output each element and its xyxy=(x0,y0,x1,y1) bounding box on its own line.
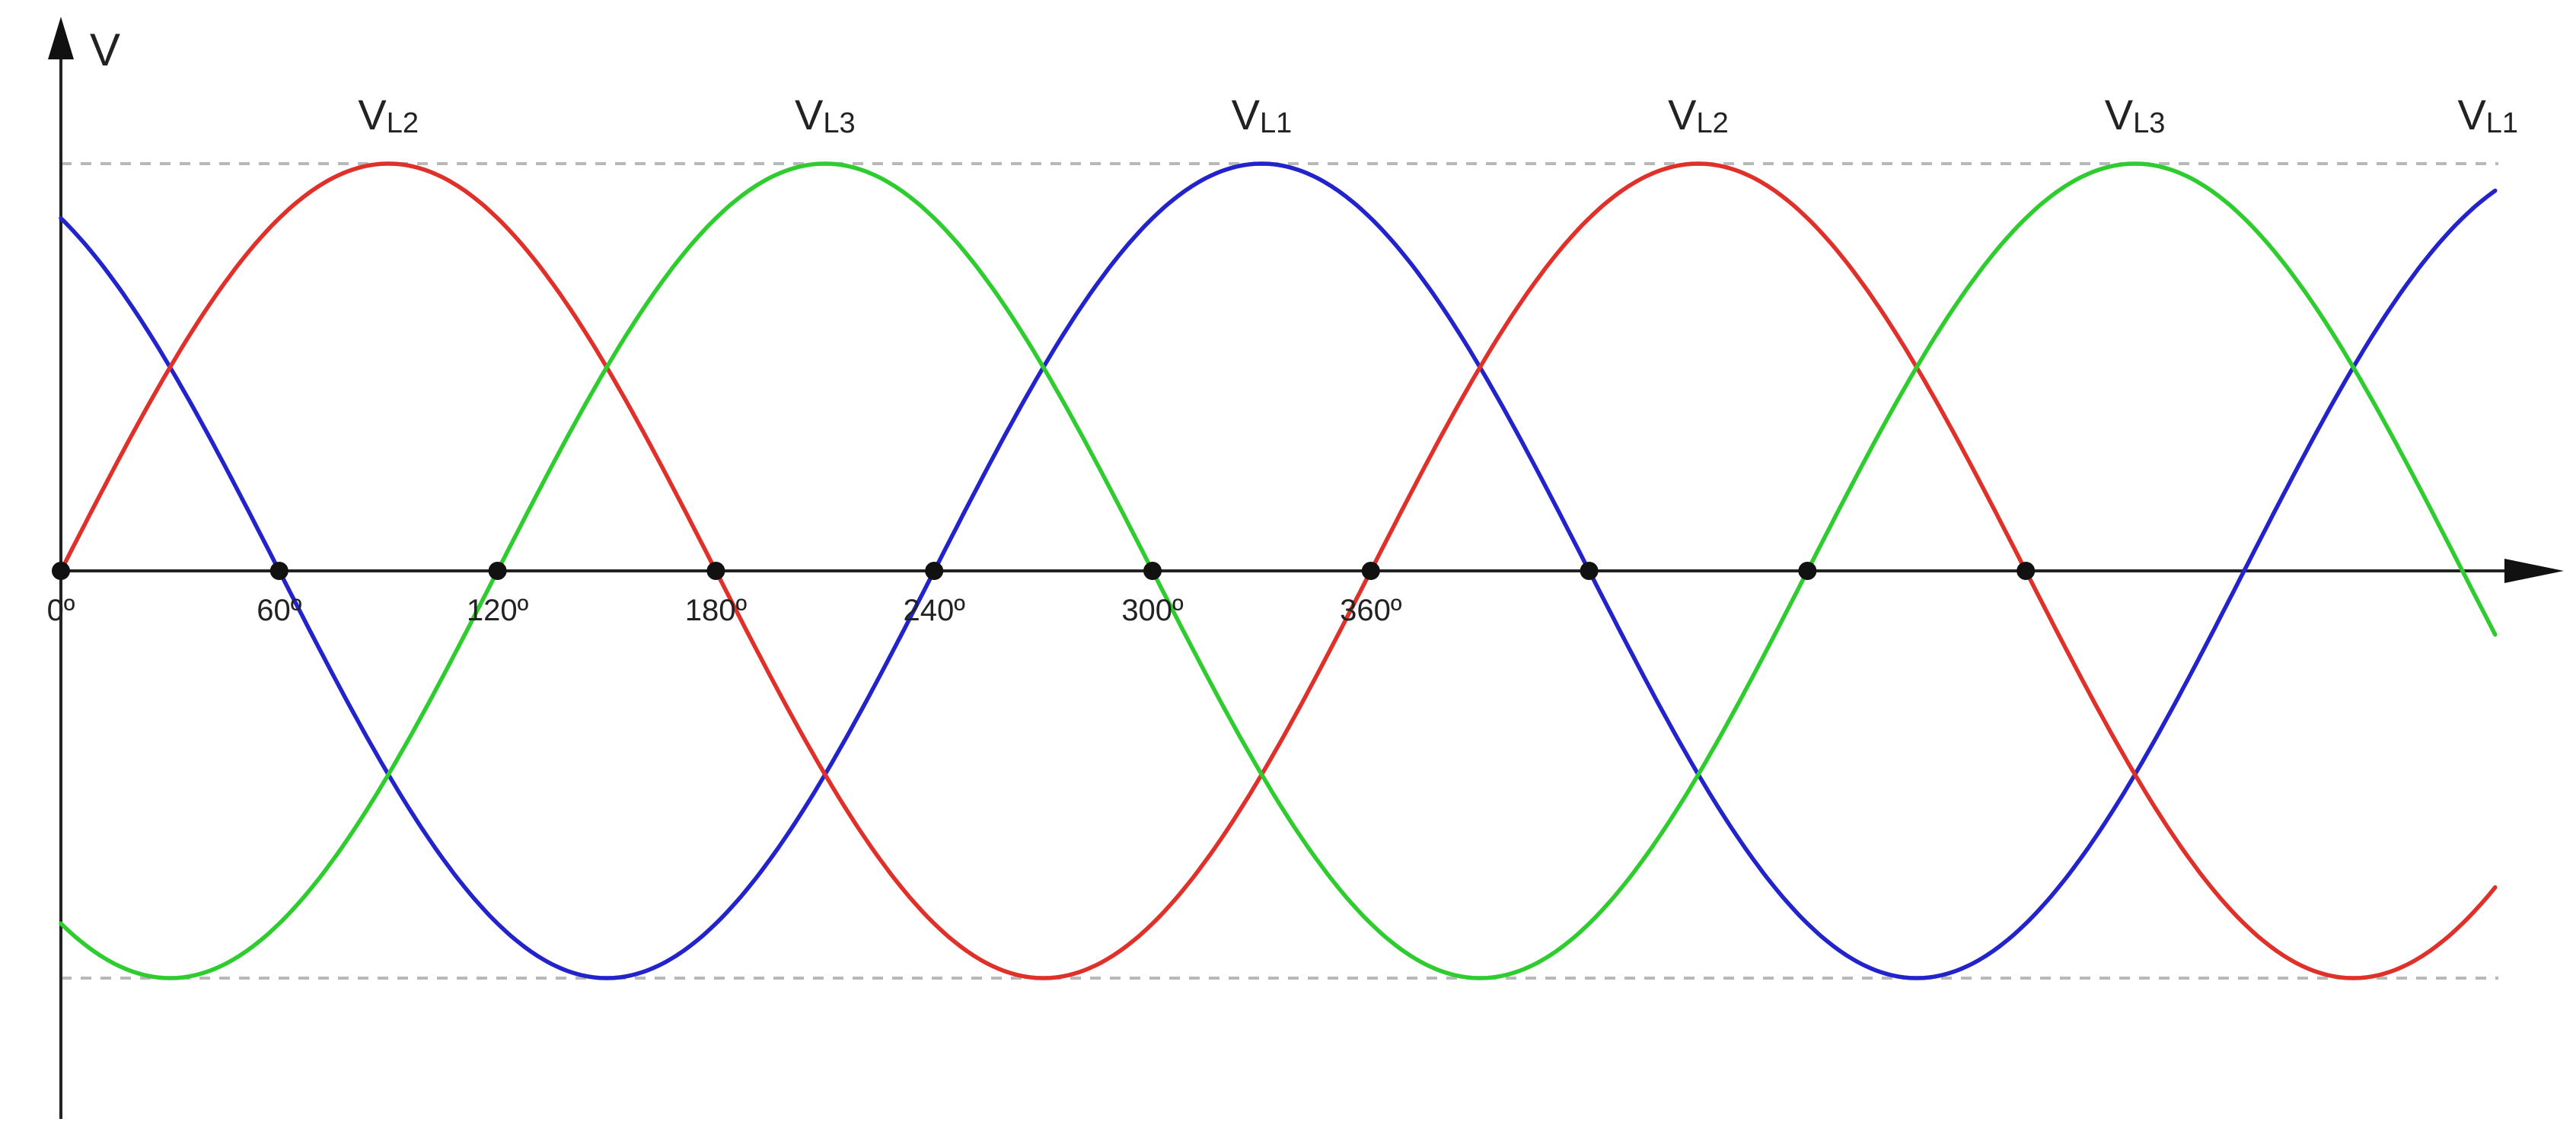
x-tick-label: 300º xyxy=(1121,594,1184,627)
zero-crossing-point xyxy=(1798,562,1817,580)
y-axis-arrow xyxy=(48,17,74,59)
peak-label: VL3 xyxy=(795,91,856,139)
zero-crossing-point xyxy=(1143,562,1162,580)
series-line-vl2 xyxy=(59,161,2498,980)
y-axis-label: V xyxy=(90,24,120,75)
x-tick-label: 0º xyxy=(47,594,75,627)
x-tick-label: 360º xyxy=(1340,594,1402,627)
peak-label: VL1 xyxy=(1232,91,1293,139)
series-line-vl3 xyxy=(59,161,2498,980)
zero-crossing-point xyxy=(925,562,944,580)
peak-label: VL2 xyxy=(1668,91,1729,139)
series-layer xyxy=(59,161,2498,980)
peak-label: VL1 xyxy=(2457,91,2518,139)
x-axis-arrow xyxy=(2504,559,2564,583)
zero-crossing-point xyxy=(1580,562,1599,580)
x-tick-label: 240º xyxy=(904,594,966,627)
peak-label: VL2 xyxy=(358,91,419,139)
axes xyxy=(48,17,2564,1119)
reference-lines xyxy=(61,162,2498,980)
peak-labels: VL2 VL3 VL1 VL2 VL3 VL1 xyxy=(358,91,2518,139)
x-tick-label: 120º xyxy=(467,594,529,627)
zero-crossing-point xyxy=(1361,562,1380,580)
peak-label: VL3 xyxy=(2105,91,2166,139)
zero-crossing-point xyxy=(2016,562,2036,580)
zero-crossing-point xyxy=(488,562,507,580)
zero-crossing-point xyxy=(52,562,70,580)
x-tick-labels: 0º 60º 120º 180º 240º 300º 360º xyxy=(47,594,1402,627)
x-tick-label: 180º xyxy=(685,594,748,627)
zero-crossing-point xyxy=(706,562,725,580)
zero-crossing-point xyxy=(269,562,289,580)
series-line-vl1 xyxy=(59,161,2498,980)
x-tick-label: 60º xyxy=(257,594,301,627)
zero-crossing-markers xyxy=(52,562,2036,580)
